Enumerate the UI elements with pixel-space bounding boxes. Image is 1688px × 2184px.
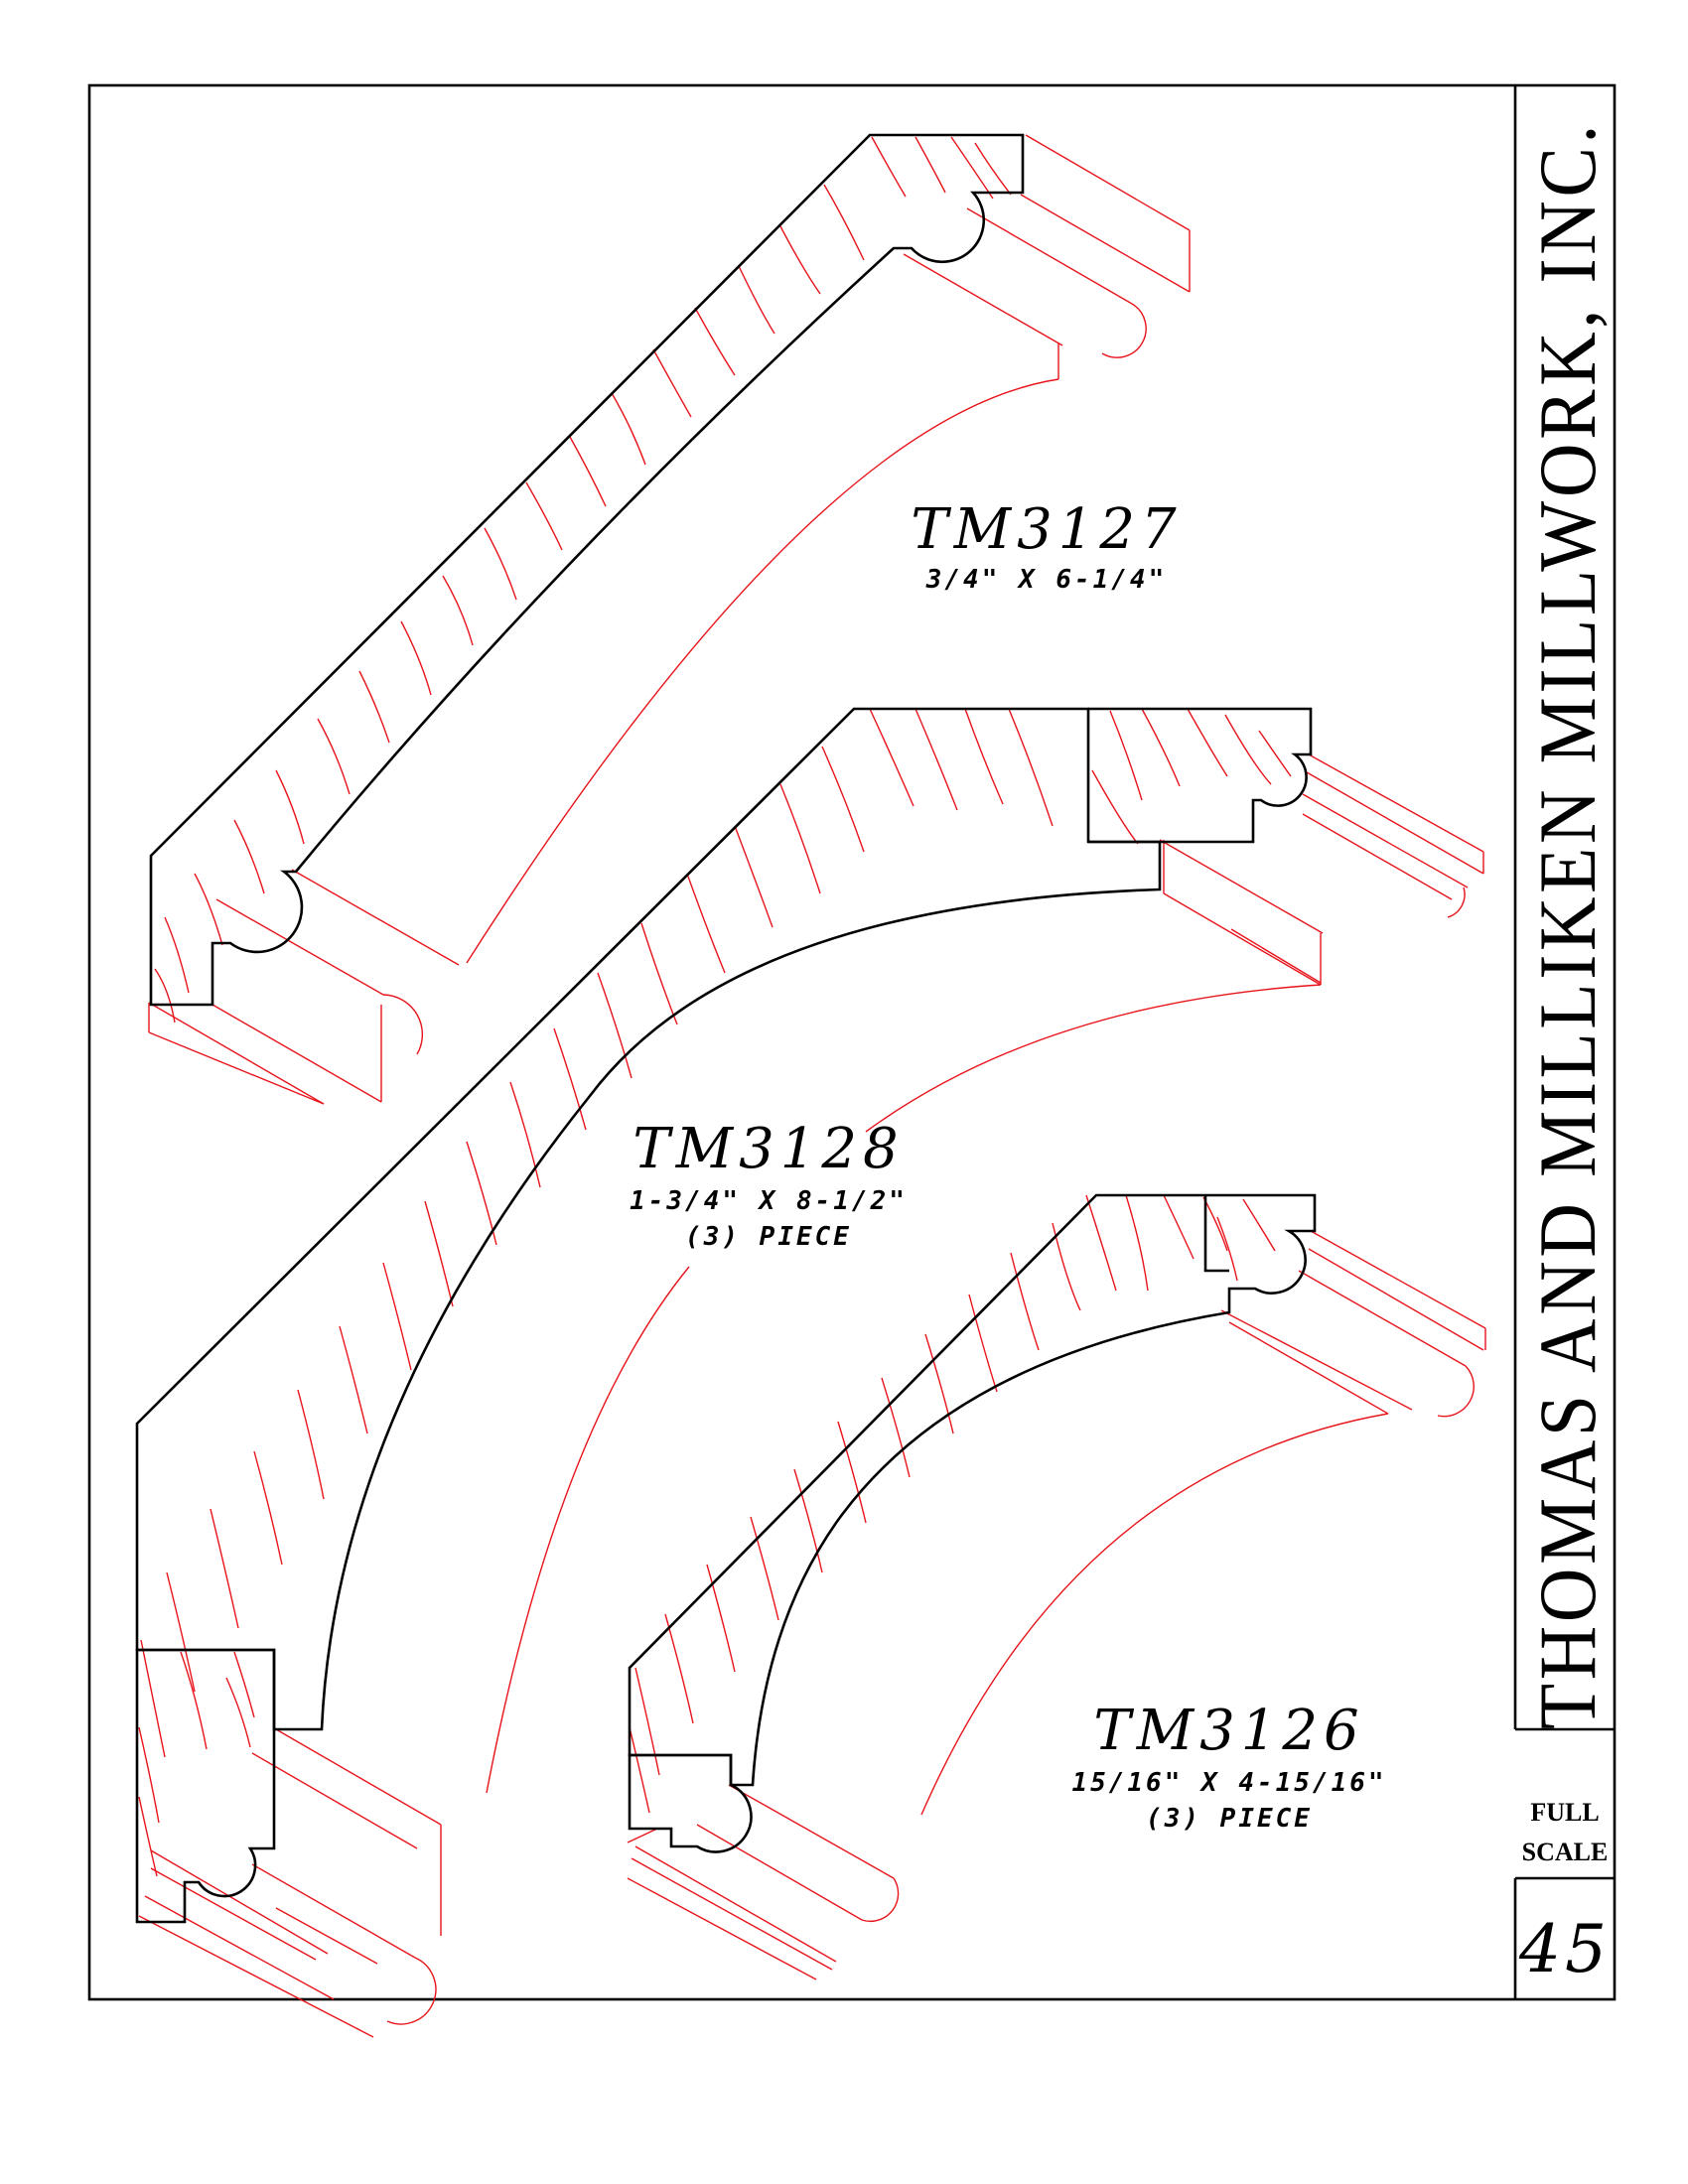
tm3128-note: (3) PIECE: [685, 1222, 852, 1252]
tm3128-profile-body: [135, 707, 1162, 1731]
tm3127-construction-lines: [148, 134, 1191, 1105]
tm3126-profile-bottom-piece: [628, 1753, 753, 1853]
tm3127-label: TM3127: [911, 497, 1182, 562]
tm3126-dimensions: 15/16" X 4-15/16": [1071, 1768, 1386, 1798]
tm3128-construction-lines: [138, 708, 1484, 2038]
tm3128-label: TM3128: [633, 1117, 904, 1181]
tm3127-dimensions: 3/4" X 6-1/4": [925, 565, 1168, 595]
tm3128-profile-top-piece: [1088, 707, 1313, 844]
scale-label-scale: SCALE: [1522, 1838, 1609, 1866]
moulding-tm3128: [135, 707, 1484, 2038]
company-name: THOMAS AND MILLIKEN MILLWORK, INC.: [1522, 121, 1613, 1729]
tm3126-note: (3) PIECE: [1146, 1804, 1313, 1834]
scale-label-full: FULL: [1530, 1798, 1599, 1827]
tm3126-construction-lines: [627, 1194, 1486, 1980]
tm3126-label: TM3126: [1093, 1699, 1364, 1763]
moulding-tm3126: [627, 1193, 1486, 1980]
moulding-tm3127: [148, 133, 1191, 1105]
tm3127-profile: [149, 133, 1025, 1007]
tm3128-dimensions: 1-3/4" X 8-1/2": [630, 1186, 908, 1216]
sheet-border: [87, 83, 1617, 2001]
page-number: 45: [1518, 1911, 1611, 1987]
tm3126-profile-body: [628, 1193, 1317, 1787]
tm3126-profile-top-piece: [1203, 1195, 1229, 1273]
tm3128-profile-bottom-piece: [135, 1648, 276, 1924]
